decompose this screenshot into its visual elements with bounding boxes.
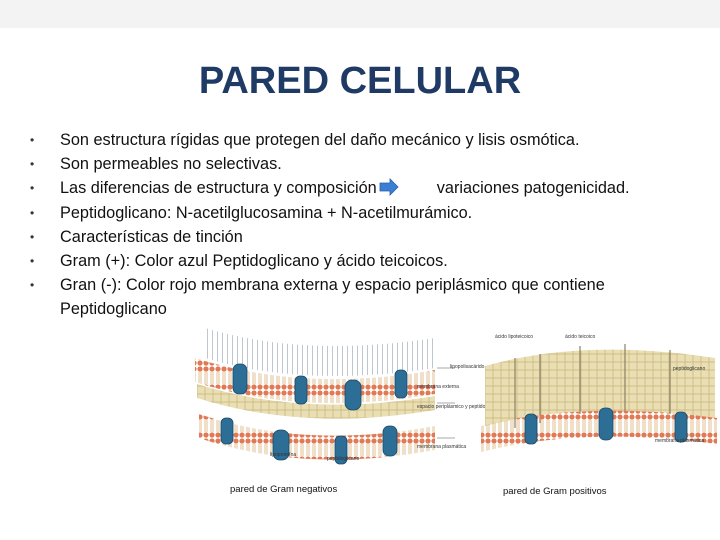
gram-negative-wall: lipopolisacárido membrana externa espaci… <box>195 328 501 495</box>
caption-gram-negative: pared de Gram negativos <box>230 484 337 495</box>
bullet-item: •Las diferencias de estructura y composi… <box>26 176 706 200</box>
label-periplasm: espacio periplásmico y peptidoglicano <box>417 404 501 410</box>
cell-wall-diagram: lipopolisacárido membrana externa espaci… <box>185 318 720 503</box>
bullet-item: •Son permeables no selectivas. <box>26 152 706 176</box>
bullet-item: •Peptidoglicano: N-acetilglucosamina + N… <box>26 201 706 225</box>
label-lps: lipopolisacárido <box>450 364 485 370</box>
bullet-dot-icon: • <box>30 205 35 220</box>
bullet-item: •Características de tinción <box>26 225 706 249</box>
bullet-item: •Gram (+): Color azul Peptidoglicano y á… <box>26 249 706 273</box>
label-teichoic: ácido teicoico <box>565 334 596 340</box>
bullet-dot-icon: • <box>30 229 35 244</box>
bullet-dot-icon: • <box>30 133 35 147</box>
bullet-dot-icon: • <box>30 157 35 172</box>
bullet-dot-icon: • <box>30 254 35 269</box>
bullet-dot-icon: • <box>30 278 35 293</box>
gram-positive-wall: ácido lipoteicoico ácido teicoico peptid… <box>481 334 717 497</box>
label-peptidoglycan: peptidoglicano <box>327 456 359 462</box>
bullet-item: •Son estructura rígidas que protegen del… <box>26 128 706 152</box>
top-band <box>0 0 720 28</box>
bullet-list: •Son estructura rígidas que protegen del… <box>26 128 706 322</box>
bullet-item: •Gran (-): Color rojo membrana externa y… <box>26 273 706 321</box>
label-lipoteichoic: ácido lipoteicoico <box>495 334 533 340</box>
bullet-dot-icon: • <box>30 181 35 196</box>
slide-title: PARED CELULAR <box>198 60 522 102</box>
label-pg-right: peptidoglicano <box>673 366 705 372</box>
label-plasma-membrane: membrana plasmática <box>417 444 466 450</box>
cell-wall-illustration: lipopolisacárido membrana externa espaci… <box>195 328 717 497</box>
label-pm-right: membrana plasmática <box>655 438 704 444</box>
label-lipoprotein: lipoproteína <box>270 452 296 458</box>
right-arrow-icon <box>379 178 399 197</box>
label-outer-membrane: membrana externa <box>417 384 459 390</box>
caption-gram-positive: pared de Gram positivos <box>503 486 607 497</box>
